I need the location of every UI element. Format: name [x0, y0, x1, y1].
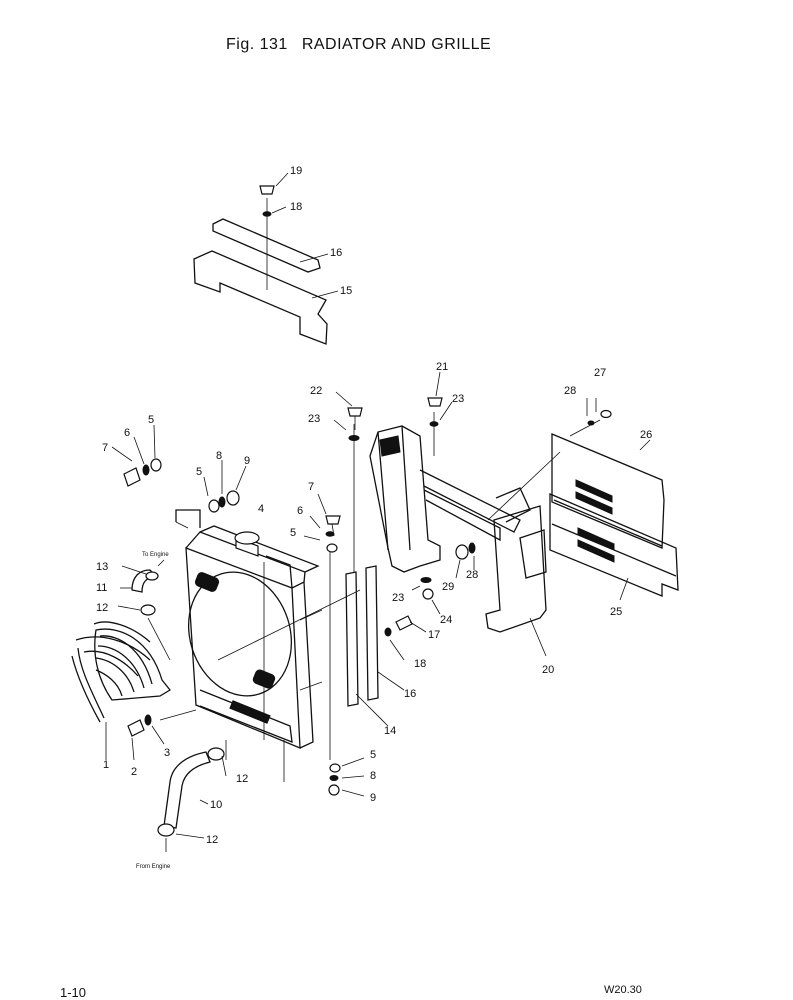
callout-6: 6 [297, 505, 303, 517]
hoses [131, 559, 227, 852]
callout-26: 26 [640, 429, 652, 441]
callout-17: 17 [428, 629, 440, 641]
callout-7: 7 [308, 481, 314, 493]
page-number: 1-10 [60, 985, 87, 1000]
callout-27: 27 [594, 367, 606, 379]
callout-13: 13 [96, 561, 108, 573]
callout-28: 28 [564, 385, 576, 397]
callout-2: 2 [131, 766, 137, 778]
callout-8: 8 [216, 450, 222, 462]
callout-9: 9 [244, 455, 250, 467]
fan-shroud-ring [187, 571, 293, 697]
callout-23: 23 [452, 393, 464, 405]
figure-number: Fig. 131 [226, 36, 288, 53]
callout-12: 12 [206, 834, 218, 846]
note-from-engine: From Engine [136, 864, 171, 870]
frame-bracket [369, 425, 531, 573]
callout-18: 18 [290, 201, 302, 213]
callout-5: 5 [370, 749, 376, 761]
callout-15: 15 [340, 285, 352, 297]
bolt-7 [123, 467, 141, 487]
hose-clamp-11 [140, 604, 156, 616]
callout-28: 28 [466, 569, 478, 581]
callout-21: 21 [436, 361, 448, 373]
alignment-line [217, 589, 361, 661]
callout-18: 18 [414, 658, 426, 670]
side-bracket [329, 412, 435, 760]
callout-5: 5 [148, 414, 154, 426]
note-to-engine: To Engine [142, 552, 169, 558]
model-code: W20.30 [604, 984, 642, 996]
callout-labels: 19 18 16 15 22 21 23 23 27 28 26 7 6 5 5… [96, 165, 652, 846]
callout-23: 23 [392, 592, 404, 604]
grille-upper [551, 433, 665, 549]
mounting-plate [193, 250, 328, 345]
fasteners [111, 371, 601, 839]
hose-clamp-upper [207, 747, 225, 761]
fan-guard [71, 621, 171, 760]
callout-12: 12 [236, 773, 248, 785]
lower-hose [163, 751, 211, 829]
washer-18 [262, 211, 272, 217]
grille-lower [549, 493, 679, 597]
callout-19: 19 [290, 165, 302, 177]
callout-20: 20 [542, 664, 554, 676]
hose-clamp-lower [157, 823, 175, 837]
callout-23: 23 [308, 413, 320, 425]
callout-12: 12 [96, 602, 108, 614]
callout-6: 6 [124, 427, 130, 439]
callout-4: 4 [258, 503, 264, 515]
callout-7: 7 [102, 442, 108, 454]
callout-16: 16 [330, 247, 342, 259]
callout-24: 24 [440, 614, 452, 626]
callout-3: 3 [164, 747, 170, 759]
callout-29: 29 [442, 581, 454, 593]
callout-1: 1 [103, 759, 109, 771]
filler-cap-area [194, 572, 220, 592]
callout-14: 14 [384, 725, 396, 737]
callout-22: 22 [310, 385, 322, 397]
callout-8: 8 [370, 770, 376, 782]
radiator-core [175, 509, 323, 749]
callout-10: 10 [210, 799, 222, 811]
upper-strap [212, 218, 321, 273]
cover-panel [485, 505, 547, 657]
callout-9: 9 [370, 792, 376, 804]
callout-5: 5 [290, 527, 296, 539]
bolt-19 [259, 185, 275, 195]
top-bracket-assembly [193, 172, 339, 345]
callout-11: 11 [96, 582, 107, 594]
callout-16: 16 [404, 688, 416, 700]
figure-caption: RADIATOR AND GRILLE [301, 36, 492, 53]
figure-title: Fig. 131 RADIATOR AND GRILLE [226, 36, 491, 54]
grille-panels [549, 398, 679, 601]
callout-25: 25 [610, 606, 622, 618]
callout-5: 5 [196, 466, 202, 478]
